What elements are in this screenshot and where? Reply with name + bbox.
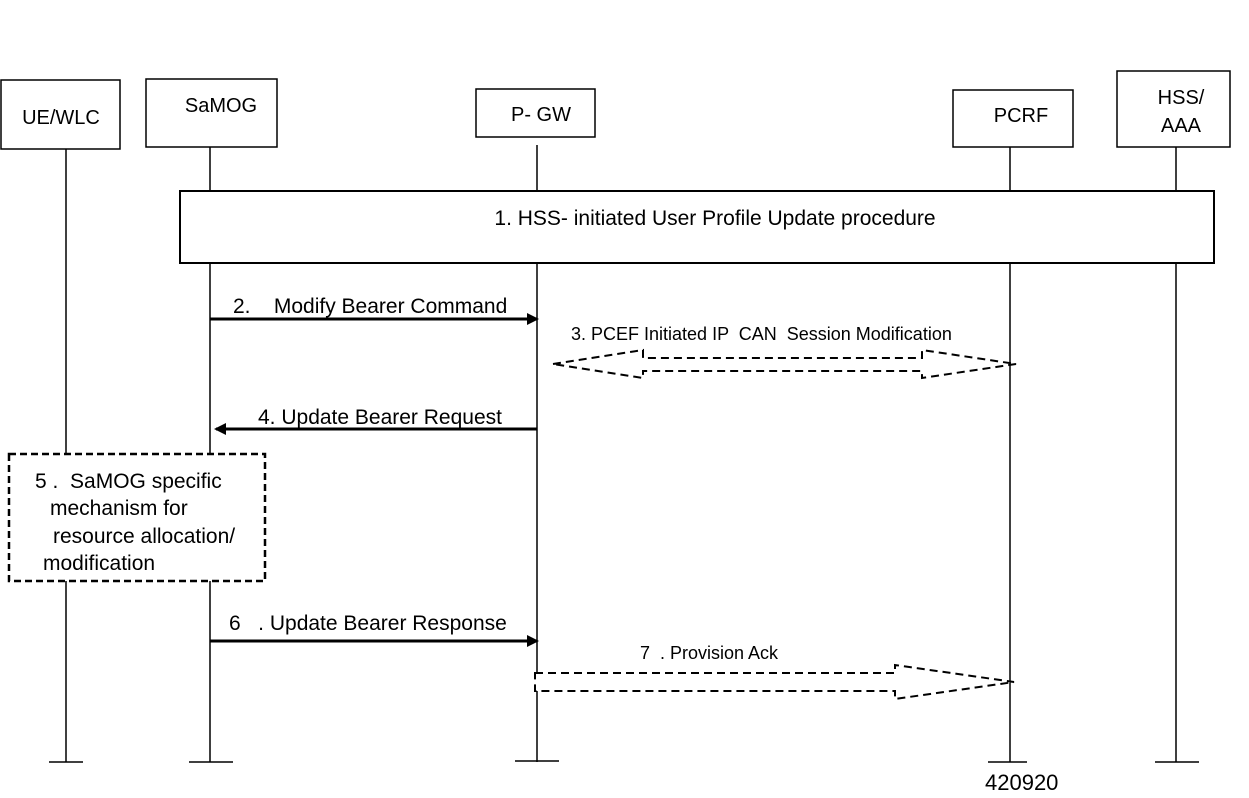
figure-id: 420920 [985,770,1058,795]
participant-ue-label: UE/WLC [22,107,100,129]
message-2-label: 2. Modify Bearer Command [233,295,507,318]
participant-samog: SaMOG [145,78,278,148]
message-4-label: 4. Update Bearer Request [258,406,502,429]
participant-hss-label-line1: HSS/ [1158,87,1205,109]
participant-pgw: P- GW [475,88,596,138]
message-7-label: 7 . Provision Ack [640,643,779,663]
note-line-1: 5 . SaMOG specific [35,470,222,493]
participant-ue: UE/WLC [0,79,121,150]
note-line-2: mechanism for [50,497,188,520]
participant-samog-label: SaMOG [185,95,257,117]
message-7: 7 . Provision Ack [534,643,1015,701]
procedure-box: 1. HSS- initiated User Profile Update pr… [179,190,1215,264]
message-6-label: 6 . Update Bearer Response [229,612,507,635]
participant-hss-aaa: HSS/ AAA [1116,70,1231,148]
participant-hss-label-line2: AAA [1161,115,1202,137]
message-2: 2. Modify Bearer Command [210,295,539,325]
message-3: 3. PCEF Initiated IP CAN Session Modific… [552,324,1017,380]
message-4: 4. Update Bearer Request [214,406,537,435]
note-box: 5 . SaMOG specific mechanism for resourc… [7,452,267,583]
participant-pcrf-label: PCRF [994,105,1048,127]
note-line-3: resource allocation/ [53,525,235,548]
participant-pgw-label: P- GW [511,104,571,126]
message-6: 6 . Update Bearer Response [210,612,539,647]
participant-pcrf: PCRF [952,89,1074,148]
message-3-label: 3. PCEF Initiated IP CAN Session Modific… [571,324,952,344]
note-line-4: modification [43,552,155,575]
procedure-box-label: 1. HSS- initiated User Profile Update pr… [494,207,935,230]
